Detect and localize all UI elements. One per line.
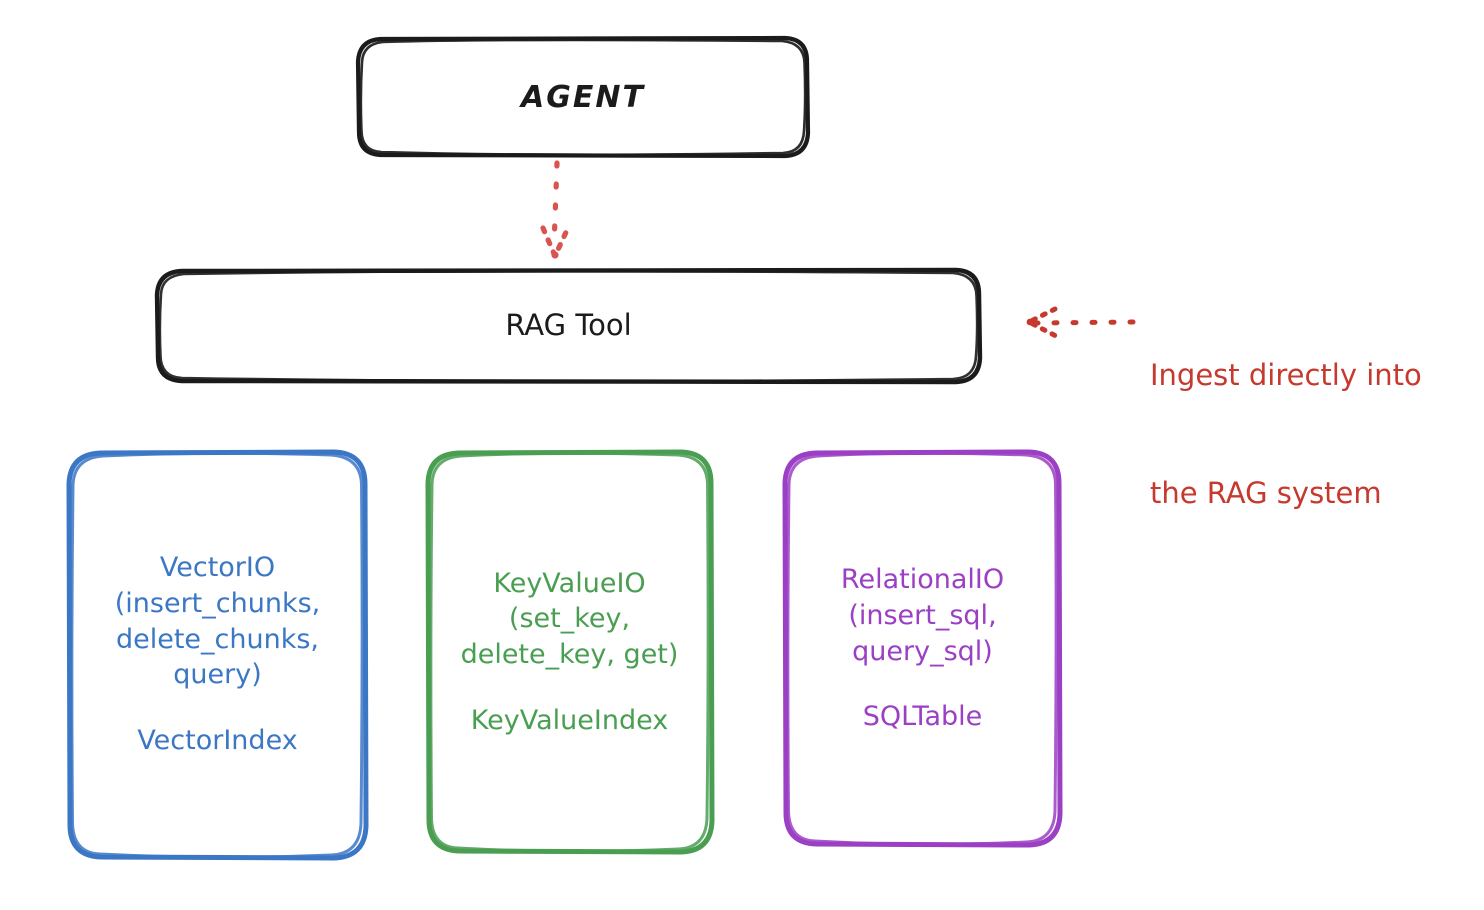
annotation-to-rag-connector xyxy=(1026,306,1136,339)
agent-to-rag-connector xyxy=(540,160,571,259)
rag-tool-node-shape[interactable] xyxy=(154,267,983,385)
vector-io-node-shape[interactable] xyxy=(66,449,369,861)
key-value-io-node-shape[interactable] xyxy=(425,449,715,855)
agent-node-shape[interactable] xyxy=(355,35,811,159)
relational-io-node-shape[interactable] xyxy=(782,449,1063,848)
